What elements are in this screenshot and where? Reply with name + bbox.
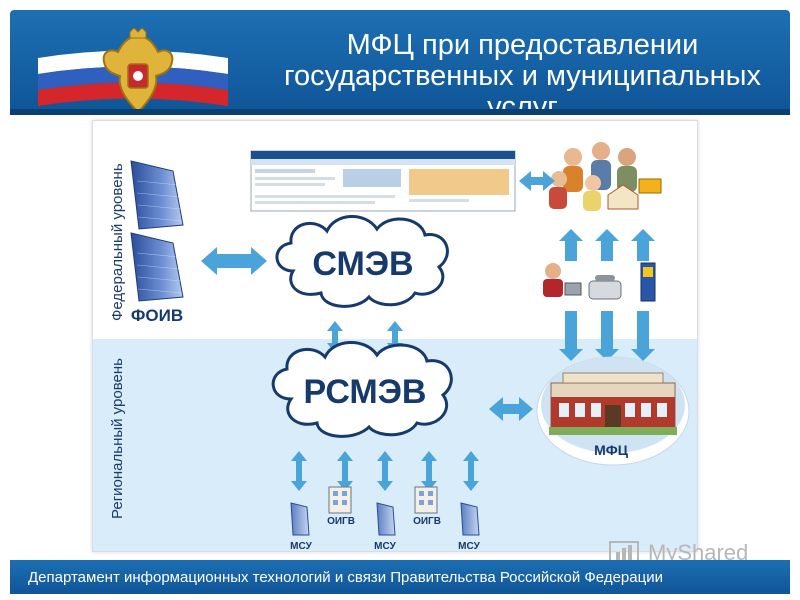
msu-building-icon [376, 502, 396, 536]
oigv-label: ОИГВ [327, 516, 355, 527]
rsmev-cloud [271, 341, 453, 438]
coat-of-arms-icon [102, 28, 174, 114]
citizens-up-arrows [559, 229, 655, 261]
smev-cloud [275, 215, 449, 308]
msu-building-icon [290, 502, 310, 536]
citizens-group-icon [549, 142, 662, 211]
foiv-label: ФОИВ [131, 306, 183, 325]
diagram-canvas: ФОИВ [130, 142, 690, 551]
footer-text: Департамент информационных технологий и … [28, 569, 663, 586]
msu-label: МСУ [374, 541, 396, 551]
diagram-panel: Федеральный уровень Региональный уровень [92, 120, 698, 552]
msu-building-icon [460, 502, 480, 536]
rsmev-bottom-arrows [291, 451, 479, 491]
smev-label: СМЭВ [312, 245, 413, 283]
footer-banner: Департамент информационных технологий и … [10, 560, 790, 594]
foiv-building-icon [130, 160, 184, 302]
title-line: МФЦ при предоставлении [346, 29, 699, 61]
oigv-building-icon [414, 486, 438, 514]
foiv-smev-arrow [201, 247, 267, 275]
access-channels-icons [543, 262, 656, 302]
mfc-down-arrows [559, 311, 655, 361]
rsmev-label: РСМЭВ [303, 373, 426, 411]
portal-citizens-arrow [519, 171, 555, 191]
msu-label: МСУ [458, 541, 480, 551]
page-title: МФЦ при предоставлении государственных и… [250, 30, 795, 123]
oigv-label: ОИГВ [413, 516, 441, 527]
header-banner: МФЦ при предоставлении государственных и… [10, 10, 790, 123]
title-line: услуг [487, 91, 558, 123]
header-stripe [10, 109, 790, 115]
rsmev-mfc-arrow [489, 397, 533, 421]
mfc-building-icon [536, 356, 690, 466]
oigv-building-icon [328, 486, 352, 514]
mfc-label: МФЦ [594, 442, 629, 458]
title-line: государственных и муниципальных [284, 60, 761, 92]
msu-label: МСУ [290, 541, 312, 551]
gosuslugi-portal-screenshot [250, 150, 516, 212]
